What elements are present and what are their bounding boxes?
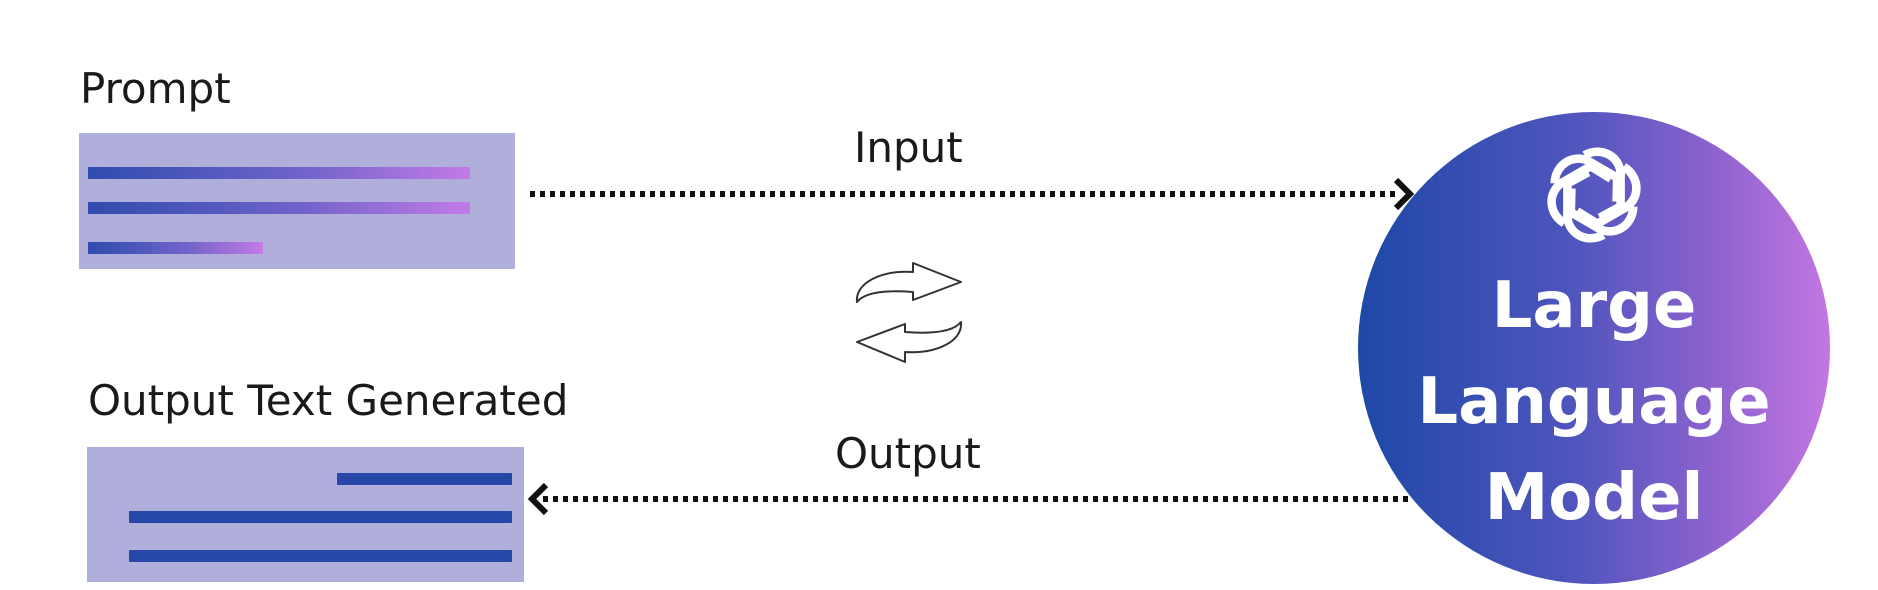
llm-title: Large Language Model (1358, 258, 1830, 546)
output-text-line (129, 511, 512, 523)
llm-circle (1358, 112, 1830, 584)
prompt-text-line (88, 202, 470, 214)
cycle-arrows-icon (855, 262, 963, 363)
llm-title-line: Language (1417, 365, 1771, 439)
output-text-line (337, 473, 512, 485)
prompt-text-line (88, 242, 263, 254)
prompt-text-box (79, 133, 515, 269)
input-label: Input (854, 123, 963, 172)
output-text-box (87, 447, 524, 582)
output-text-generated-label: Output Text Generated (88, 376, 569, 425)
prompt-text-line (88, 167, 470, 179)
input-arrow (530, 177, 1415, 211)
llm-title-line: Model (1484, 461, 1704, 535)
prompt-label: Prompt (80, 64, 231, 113)
output-label: Output (835, 429, 981, 478)
openai-logo-icon (1547, 147, 1641, 243)
arrow-right-icon (1393, 177, 1415, 211)
output-arrow (527, 482, 1408, 516)
output-text-line (129, 550, 512, 562)
llm-title-line: Large (1491, 269, 1697, 343)
arrow-left-icon (527, 482, 549, 516)
